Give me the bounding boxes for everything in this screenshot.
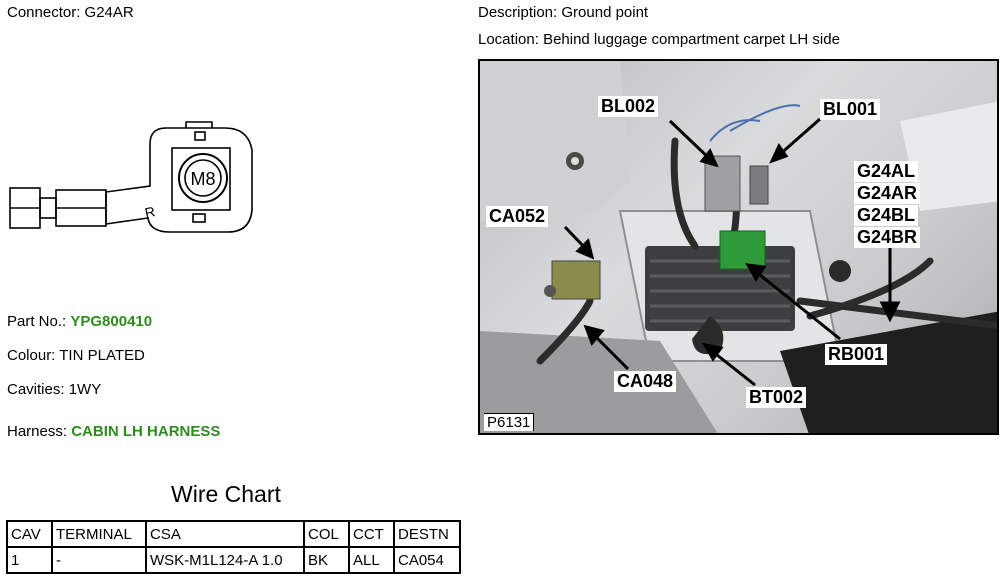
description-value: Ground point	[561, 4, 649, 21]
photo-illustration	[480, 61, 997, 433]
callout-bl002: BL002	[598, 96, 659, 117]
location-value: Behind luggage compartment carpet LH sid…	[543, 31, 840, 48]
harness-value: CABIN LH HARNESS	[71, 423, 221, 440]
callout-ca052: CA052	[486, 206, 549, 227]
col-header: DESTN	[393, 520, 461, 548]
col-header: CCT	[348, 520, 395, 548]
callout-g24bl: G24BL	[854, 205, 919, 226]
callout-bl001: BL001	[820, 99, 881, 120]
cavities-label: Cavities:	[7, 381, 65, 398]
cell-terminal: -	[51, 546, 147, 574]
callout-ca048: CA048	[614, 371, 677, 392]
callout-g24br: G24BR	[854, 227, 921, 248]
side-mark: R	[143, 203, 156, 221]
colour-value: TIN PLATED	[59, 347, 145, 364]
cavities-line: Cavities: 1WY	[7, 381, 101, 398]
colour-label: Colour:	[7, 347, 56, 364]
connector-value: G24AR	[84, 4, 134, 21]
callout-bt002: BT002	[746, 387, 807, 408]
col-header: CAV	[6, 520, 53, 548]
harness-line: Harness: CABIN LH HARNESS	[7, 423, 220, 440]
stud-label: M8	[190, 169, 215, 189]
part-no-value: YPG800410	[70, 313, 153, 330]
callout-rb001: RB001	[825, 344, 888, 365]
cell-cav: 1	[6, 546, 53, 574]
col-header: CSA	[145, 520, 305, 548]
wire-chart-header-row: CAV TERMINAL CSA COL CCT DESTN	[6, 520, 461, 548]
table-row: 1 - WSK-M1L124-A 1.0 BK ALL CA054	[6, 546, 461, 574]
callout-g24ar: G24AR	[854, 183, 921, 204]
location-line: Location: Behind luggage compartment car…	[478, 31, 840, 48]
cell-col: BK	[303, 546, 350, 574]
description-label: Description:	[478, 4, 558, 21]
col-header: COL	[303, 520, 350, 548]
description-line: Description: Ground point	[478, 4, 648, 21]
col-header: TERMINAL	[51, 520, 147, 548]
cell-destn: CA054	[393, 546, 461, 574]
location-photo: BL002 BL001 G24AL G24AR G24BL G24BR CA05…	[478, 59, 999, 435]
callout-g24al: G24AL	[854, 161, 919, 182]
wire-chart-title: Wire Chart	[171, 481, 281, 507]
harness-label: Harness:	[7, 423, 68, 440]
wire-chart-table: CAV TERMINAL CSA COL CCT DESTN 1 - WSK-M…	[6, 520, 461, 574]
connector-label: Connector:	[7, 4, 81, 21]
cavities-value: 1WY	[68, 381, 102, 398]
part-no-label: Part No.:	[7, 313, 67, 330]
location-label: Location:	[478, 31, 539, 48]
cell-csa: WSK-M1L124-A 1.0	[145, 546, 305, 574]
terminal-drawing: M8 R	[9, 121, 253, 233]
part-no-line: Part No.: YPG800410	[7, 313, 152, 330]
cell-cct: ALL	[348, 546, 395, 574]
photo-id: P6131	[484, 413, 535, 431]
colour-line: Colour: TIN PLATED	[7, 347, 145, 364]
connector-line: Connector: G24AR	[7, 4, 134, 21]
